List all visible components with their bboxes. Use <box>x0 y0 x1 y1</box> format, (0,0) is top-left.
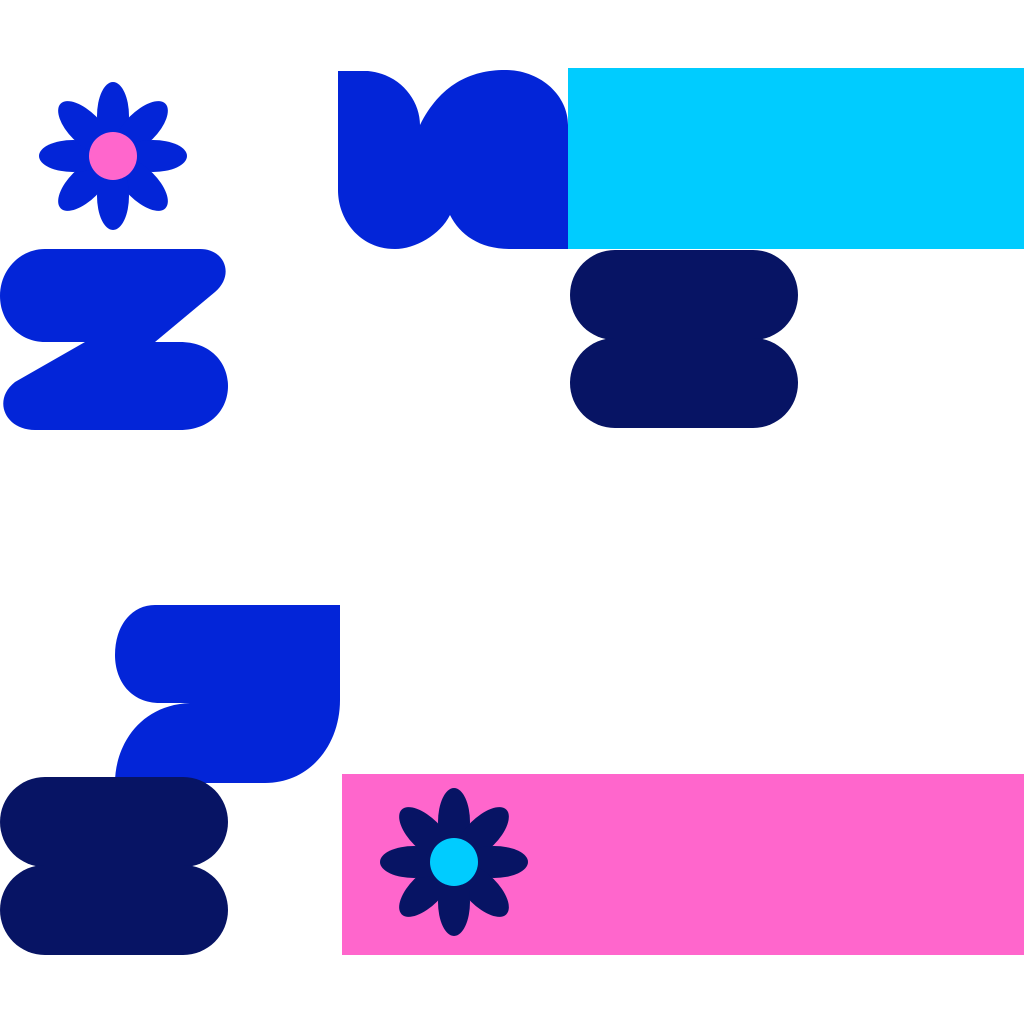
seven-glyph-bottom-left <box>115 605 340 783</box>
flower-icon-top-left <box>39 82 187 230</box>
petal-pair-shape-top <box>338 70 568 249</box>
double-pill-shape-right <box>570 250 798 428</box>
flower-icon-bottom <box>380 788 528 936</box>
z-glyph-top-left <box>0 249 228 430</box>
double-pill-shape-left <box>0 777 228 955</box>
cyan-banner <box>568 68 1024 249</box>
